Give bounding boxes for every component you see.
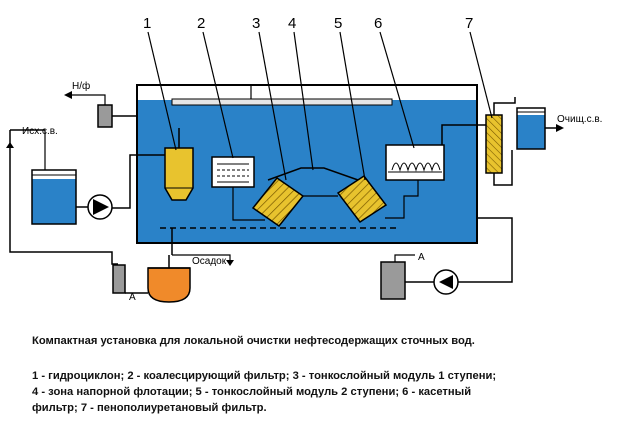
callout-7: 7 [465, 15, 473, 32]
compressor-left [112, 264, 126, 294]
compressor-right [380, 261, 406, 300]
air-pump-loop [380, 217, 513, 300]
caption-legend-line-2: 4 - зона напорной флотации; 5 - тонкосло… [32, 386, 472, 398]
air-pump-arrow-icon [439, 275, 453, 289]
raw-water-inlet-pipe [6, 129, 118, 265]
callout-6: 6 [374, 15, 382, 32]
sludge-label: Осадок [192, 256, 227, 267]
callout-4: 4 [288, 15, 296, 32]
oil-outlet [64, 91, 137, 128]
foam-filter [485, 97, 516, 186]
cassette-filter [385, 124, 492, 219]
treatment-plant-diagram: 1 2 3 4 5 6 7 Н/ф Исх.с.в. Очищ.с.в. Оса… [6, 15, 602, 303]
sludge-collector [112, 254, 234, 303]
raw-water-label: Исх.с.в. [22, 126, 58, 137]
hydrocyclone [112, 128, 194, 209]
caption-title: Компактная установка для локальной очист… [32, 335, 475, 347]
oil-label: Н/ф [72, 80, 90, 92]
pump-arrow-icon [93, 199, 109, 215]
thin-layer-module-stage-2 [336, 174, 388, 224]
coalescing-filter [211, 156, 265, 221]
clean-water-arrow-icon [556, 124, 564, 132]
callout-5: 5 [334, 15, 342, 32]
callout-leaders [147, 31, 493, 181]
air-label-left: А [129, 292, 136, 303]
callout-1: 1 [143, 15, 151, 32]
sludge-arrow-icon [226, 260, 234, 266]
callout-2: 2 [197, 15, 205, 32]
feed-pump [76, 194, 113, 220]
caption-legend-line-3: фильтр; 7 - пенополиуретановый фильтр. [32, 402, 267, 414]
oil-collection-tray [171, 98, 393, 106]
callout-3: 3 [252, 15, 260, 32]
caption-legend-line-1: 1 - гидроциклон; 2 - коалесцирующий филь… [32, 370, 497, 382]
inlet-arrow-icon [6, 142, 14, 148]
clean-water-label: Очищ.с.в. [557, 114, 602, 125]
oil-arrow-icon [64, 91, 72, 99]
raw-water-tank [31, 169, 77, 225]
air-label-right: А [418, 252, 425, 263]
tank-wall [136, 84, 478, 244]
clean-water-tank [516, 107, 564, 150]
